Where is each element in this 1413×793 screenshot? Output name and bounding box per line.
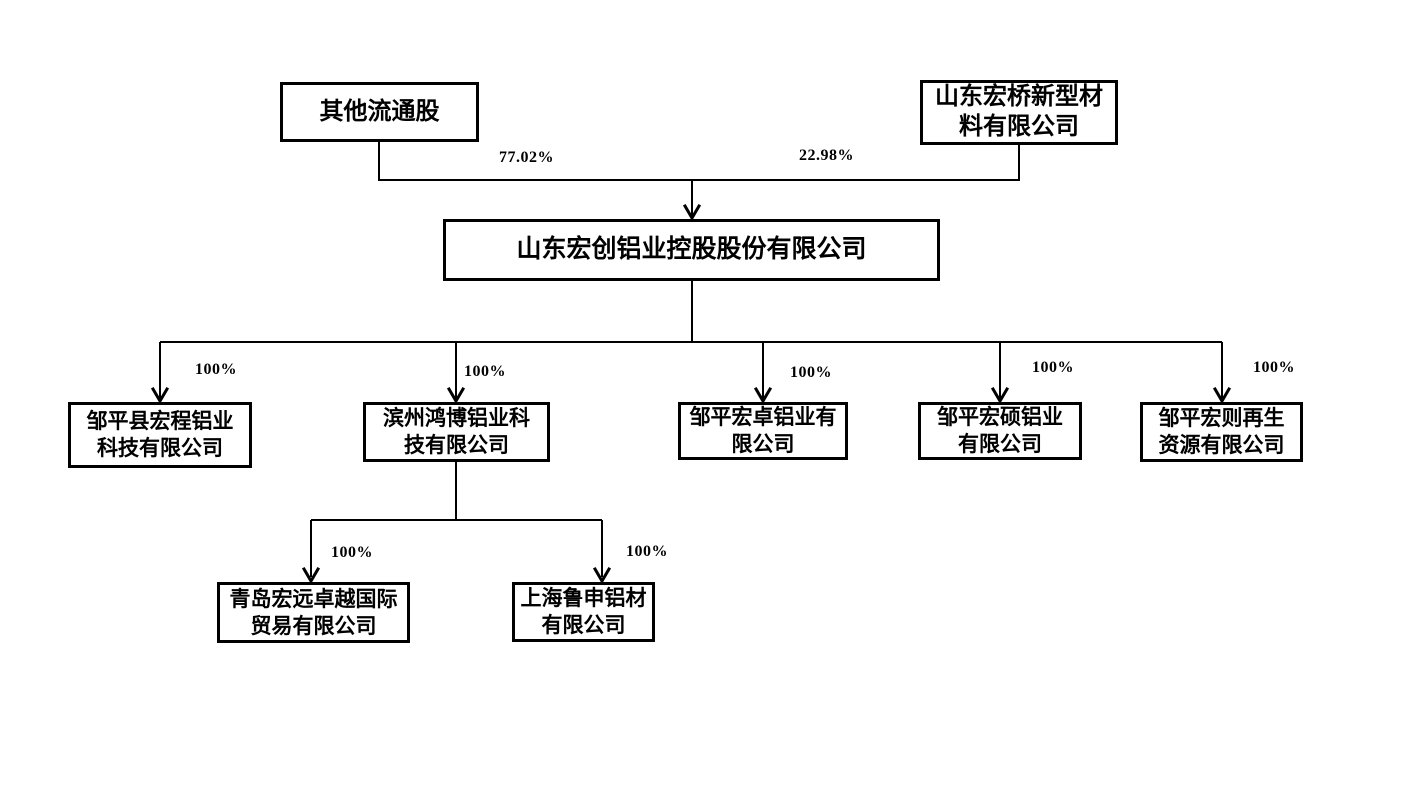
node-shandong-hongqiao: 山东宏桥新型材 料有限公司 xyxy=(920,80,1118,145)
node-shandong-hongchuang-holding: 山东宏创铝业控股股份有限公司 xyxy=(443,219,940,281)
arrowhead-hongbo xyxy=(446,386,466,404)
arrowhead-lushen xyxy=(592,566,612,584)
pct-label-hongzhuo: 100% xyxy=(790,364,832,381)
pct-label-hongcheng: 100% xyxy=(195,361,237,378)
arrowhead-root xyxy=(682,203,702,221)
node-label-line1: 上海鲁申铝材 xyxy=(520,586,647,611)
pct-label-hongshuo: 100% xyxy=(1032,359,1074,376)
pct-label-other-shares: 77.02% xyxy=(499,149,554,166)
node-qingdao-hongyuan: 青岛宏远卓越国际 贸易有限公司 xyxy=(217,582,410,643)
node-other-circulating-shares: 其他流通股 xyxy=(280,82,479,142)
node-zouping-hongzhuo: 邹平宏卓铝业有 限公司 xyxy=(678,402,848,460)
arrowhead-hongcheng xyxy=(150,386,170,404)
node-zouping-hongcheng: 邹平县宏程铝业 科技有限公司 xyxy=(68,402,252,468)
node-label-line2: 限公司 xyxy=(731,432,795,456)
node-label-line2: 资源有限公司 xyxy=(1158,433,1285,457)
pct-label-hongze: 100% xyxy=(1253,359,1295,376)
node-zouping-hongze: 邹平宏则再生 资源有限公司 xyxy=(1140,402,1303,462)
node-label-line1: 邹平宏则再生 xyxy=(1158,406,1285,431)
node-label-line2: 有限公司 xyxy=(958,432,1042,456)
node-label-line2: 有限公司 xyxy=(541,613,626,637)
pct-label-hongqiao: 22.98% xyxy=(799,147,854,164)
node-label-line2: 技有限公司 xyxy=(404,433,509,457)
node-label: 其他流通股 xyxy=(319,98,440,125)
pct-label-hongyuan: 100% xyxy=(331,544,373,561)
node-label-line1: 山东宏桥新型材 xyxy=(935,84,1103,111)
node-label: 山东宏创铝业控股股份有限公司 xyxy=(516,236,867,263)
pct-label-hongbo: 100% xyxy=(464,363,506,380)
node-label-line1: 邹平县宏程铝业 xyxy=(86,409,234,434)
arrowhead-hongzhuo xyxy=(753,386,773,404)
arrowheads xyxy=(150,203,1232,584)
arrowhead-hongshuo xyxy=(990,386,1010,404)
arrowhead-hongyuan xyxy=(301,566,321,584)
arrowhead-hongze xyxy=(1212,386,1232,404)
node-label-line1: 邹平宏硕铝业 xyxy=(937,405,1063,430)
node-binzhou-hongbo: 滨州鸿博铝业科 技有限公司 xyxy=(363,402,550,462)
node-label-line2: 料有限公司 xyxy=(959,113,1079,140)
node-shanghai-lushen: 上海鲁申铝材 有限公司 xyxy=(512,582,655,642)
node-label-line2: 科技有限公司 xyxy=(97,436,223,460)
pct-label-lushen: 100% xyxy=(626,543,668,560)
node-label-line1: 青岛宏远卓越国际 xyxy=(229,586,398,611)
node-label-line1: 邹平宏卓铝业有 xyxy=(689,405,837,430)
node-label-line1: 滨州鸿博铝业科 xyxy=(383,406,530,431)
node-label-line2: 贸易有限公司 xyxy=(250,613,377,638)
node-zouping-hongshuo: 邹平宏硕铝业 有限公司 xyxy=(918,402,1082,460)
edge-lines xyxy=(159,141,1223,577)
